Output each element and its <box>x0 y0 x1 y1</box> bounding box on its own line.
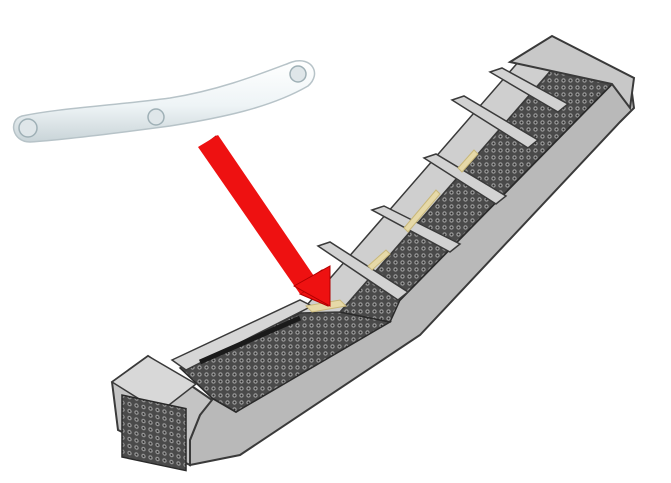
head-end-housing <box>507 34 636 111</box>
flight-3 <box>422 153 508 205</box>
flight-4 <box>450 95 540 149</box>
wear-strips <box>304 149 479 313</box>
tail-end-belt-face <box>121 394 187 472</box>
flight-5 <box>488 67 570 113</box>
wear-strip-2 <box>367 249 391 271</box>
pointer-arrow <box>198 135 331 307</box>
belt-conveyor <box>110 34 636 472</box>
wear-strip-3 <box>403 189 441 233</box>
part-hole-left <box>18 118 38 138</box>
belt-flights <box>316 67 570 301</box>
flight-1 <box>316 241 410 301</box>
part-hole-middle <box>147 108 165 126</box>
part-hole-right <box>289 65 307 83</box>
lower-rail-shadow <box>198 315 302 365</box>
wear-strip-4 <box>457 149 479 173</box>
flight-2 <box>370 205 462 253</box>
conveyor-link-part <box>12 60 316 143</box>
